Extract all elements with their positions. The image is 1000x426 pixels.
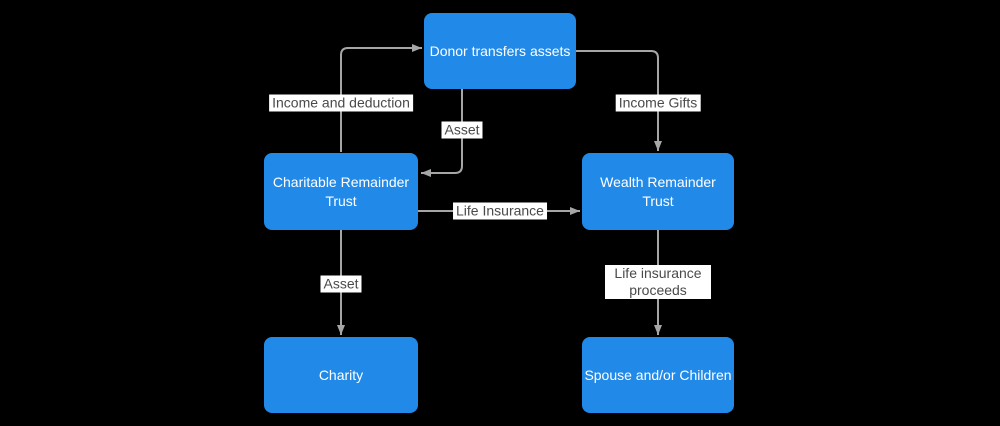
node-label: Charitable Remainder Trust [272, 173, 410, 209]
edge-label-income-and-deduction: Income and deduction [269, 94, 413, 112]
node-spouse-and-or-children[interactable]: Spouse and/or Children [582, 337, 734, 413]
node-label: Wealth Remainder Trust [600, 173, 716, 209]
edge-label-asset-donor-to-crt: Asset [441, 121, 483, 139]
edge-label-income-gifts: Income Gifts [615, 94, 701, 112]
node-label: Charity [318, 366, 364, 383]
node-charitable-remainder-trust[interactable]: Charitable Remainder Trust [264, 153, 418, 230]
node-label: Donor transfers assets [429, 42, 571, 59]
edge-label-life-insurance-proceeds: Life insurance proceeds [605, 265, 711, 299]
edge-label-asset-crt-to-charity: Asset [320, 275, 362, 293]
node-label: Spouse and/or Children [584, 366, 732, 383]
node-wealth-remainder-trust[interactable]: Wealth Remainder Trust [582, 153, 734, 230]
edge-donor-to-crt [421, 89, 463, 177]
node-charity[interactable]: Charity [264, 337, 418, 413]
edge-crt-to-donor [340, 44, 422, 152]
edge-donor-to-wrt [576, 50, 662, 151]
node-donor-transfers-assets[interactable]: Donor transfers assets [424, 13, 576, 89]
edge-label-life-insurance: Life Insurance [453, 202, 547, 220]
